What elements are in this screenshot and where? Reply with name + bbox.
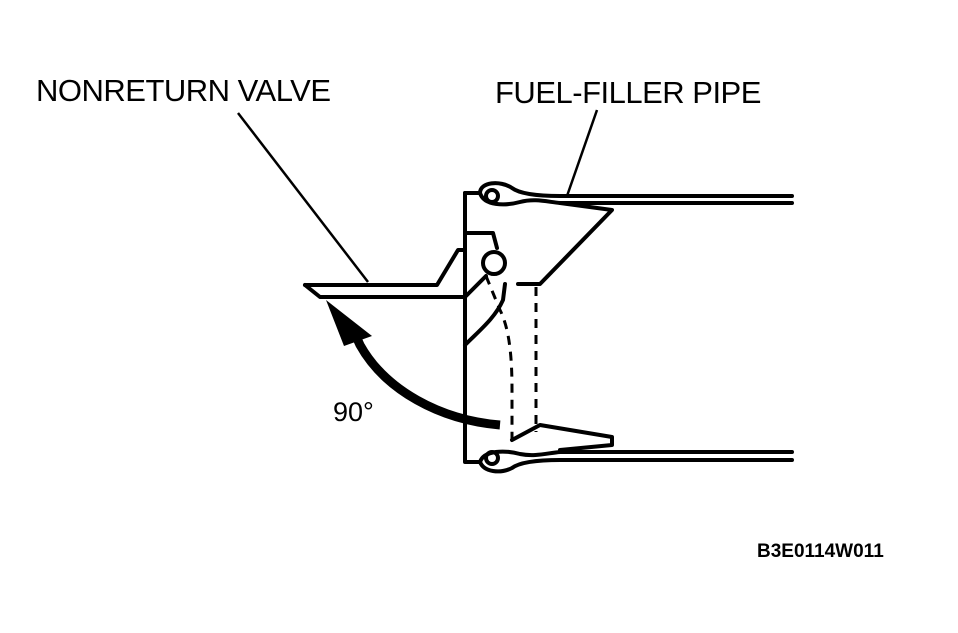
valve-arm	[463, 282, 507, 347]
nonreturn-valve-label: NONRETURN VALVE	[36, 73, 331, 108]
rotation-arrow-shaft	[350, 332, 501, 430]
hinge-pin	[481, 250, 507, 276]
rotation-arrow-head	[326, 300, 372, 346]
fuel-filler-pipe-lower-wall	[478, 458, 794, 474]
fuel-filler-pipe-leader	[565, 109, 599, 197]
lower-guide	[510, 423, 614, 452]
fuel-filler-pipe-label: FUEL-FILLER PIPE	[495, 75, 761, 110]
hinge-bracket	[463, 231, 499, 250]
nonreturn-valve-leader	[237, 112, 369, 283]
valve-flap-open-bottom	[303, 283, 467, 299]
valve-flap-hinge-link	[463, 274, 488, 299]
upper-guide	[516, 201, 614, 286]
upper-bead	[484, 188, 500, 204]
figure-code: B3E0114W011	[757, 541, 884, 562]
valve-closed-outline-left	[484, 275, 514, 440]
valve-flap-open-top	[303, 248, 467, 287]
lower-bead	[484, 450, 500, 466]
fuel-filler-pipe-upper-wall	[478, 181, 794, 198]
filler-neck-flange	[463, 191, 482, 464]
angle-label: 90°	[333, 397, 374, 427]
